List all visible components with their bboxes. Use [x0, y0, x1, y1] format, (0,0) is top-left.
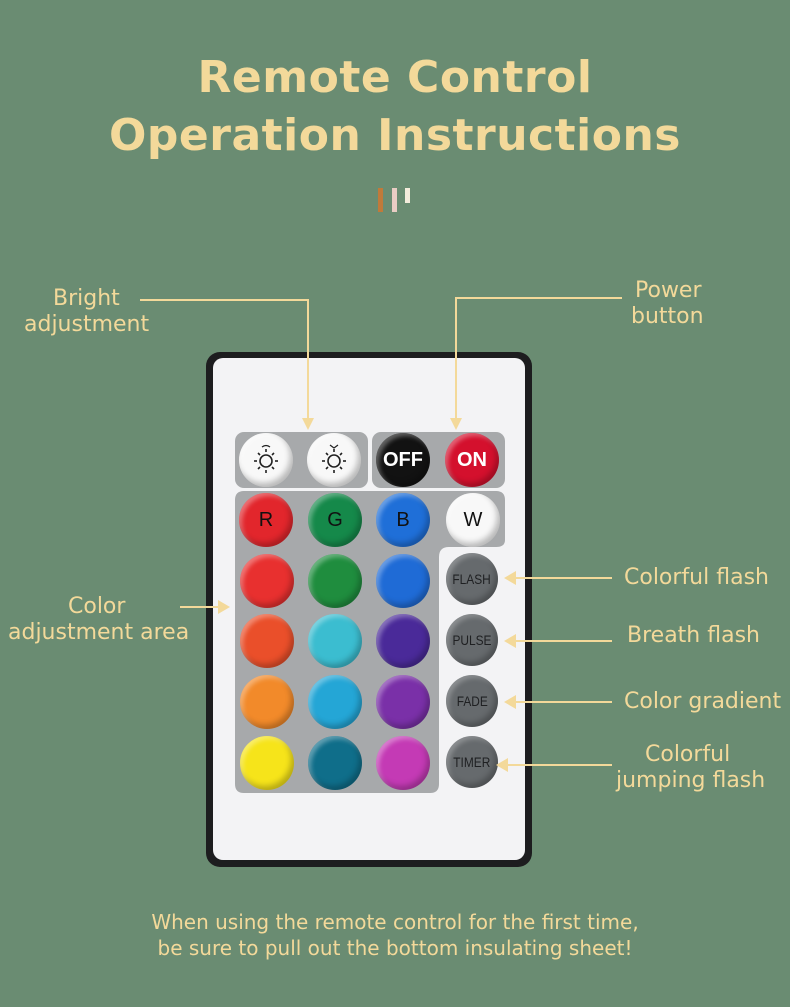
jump-label-line2: jumping flash — [616, 768, 766, 793]
color-button[interactable] — [240, 554, 294, 608]
pulse-button-label: PULSE — [452, 632, 492, 648]
timer-button[interactable]: TIMER — [446, 736, 498, 788]
brightness-up-button[interactable] — [307, 433, 361, 487]
green-button-label: G — [327, 508, 343, 531]
blue-button-label: B — [396, 508, 410, 531]
bright-label-line2: adjustment — [24, 312, 150, 337]
color-button[interactable] — [308, 614, 362, 668]
bright-label-line1: Bright — [53, 286, 120, 311]
sun-icon — [322, 444, 346, 473]
off-button-label: OFF — [383, 448, 423, 471]
pulse-button[interactable]: PULSE — [446, 614, 498, 666]
power-label-line1: Power — [635, 278, 702, 303]
jump-label-line1: Colorful — [645, 742, 731, 767]
gradient-label: Color gradient — [624, 689, 782, 714]
on-button-label: ON — [457, 448, 487, 471]
white-button[interactable]: W — [446, 493, 500, 547]
color-button[interactable] — [308, 736, 362, 790]
breath-label: Breath flash — [627, 623, 760, 648]
white-button-label: W — [463, 508, 483, 531]
green-button[interactable]: G — [308, 493, 362, 547]
red-button[interactable]: R — [239, 493, 293, 547]
color-button[interactable] — [376, 736, 430, 790]
color-button[interactable] — [240, 736, 294, 790]
sun-icon — [254, 444, 278, 473]
color-button[interactable] — [376, 554, 430, 608]
color-label-line2: adjustment area — [8, 620, 190, 645]
flash-label: Colorful flash — [624, 565, 769, 590]
fade-button[interactable]: FADE — [446, 675, 498, 727]
footer-line1: When using the remote control for the fi… — [151, 910, 639, 934]
brightness-down-button[interactable] — [239, 433, 293, 487]
flash-button-label: FLASH — [452, 571, 492, 587]
color-panel — [235, 491, 505, 793]
footer-line2: be sure to pull out the bottom insulatin… — [157, 936, 633, 960]
color-button[interactable] — [308, 554, 362, 608]
page-title-line1: Remote Control — [197, 52, 593, 103]
red-button-label: R — [258, 508, 274, 531]
blue-button[interactable]: B — [376, 493, 430, 547]
page-title-line2: Operation Instructions — [109, 110, 681, 161]
color-button[interactable] — [240, 614, 294, 668]
off-button[interactable]: OFF — [376, 433, 430, 487]
on-button[interactable]: ON — [445, 433, 499, 487]
color-button[interactable] — [240, 675, 294, 729]
flash-button[interactable]: FLASH — [446, 553, 498, 605]
color-button[interactable] — [308, 675, 362, 729]
color-button[interactable] — [376, 614, 430, 668]
fade-button-label: FADE — [456, 693, 488, 709]
power-label-line2: button — [631, 304, 704, 329]
timer-button-label: TIMER — [453, 754, 491, 770]
color-label-line1: Color — [68, 594, 126, 619]
color-button[interactable] — [376, 675, 430, 729]
